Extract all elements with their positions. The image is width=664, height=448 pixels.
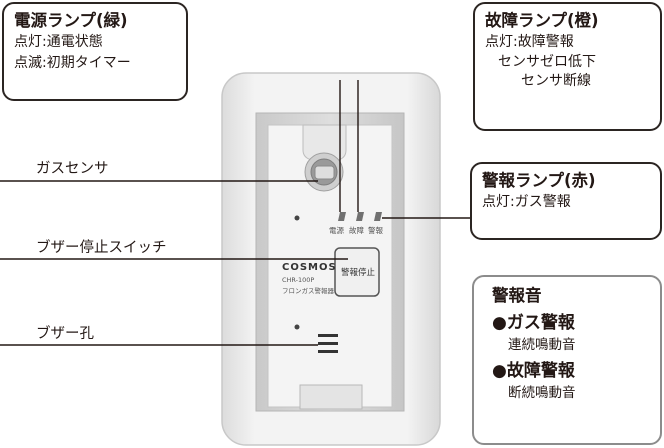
alarm-lamp-title: 警報ランプ(赤) [482, 171, 596, 190]
gas-alarm-desc: 連続鳴動音 [508, 337, 576, 353]
fault-lamp [356, 212, 364, 221]
alarm-sound-box: 警報音 ●ガス警報 連続鳴動音 ●故障警報 断続鳴動音 [472, 275, 662, 445]
power-lamp-callout: 電源ランプ(緑) 点灯:通電状態 点滅:初期タイマー [2, 2, 188, 101]
power-lamp [338, 212, 346, 221]
brand-logo: COSMOS [282, 262, 337, 273]
alarm-lamp-line1: 点灯:ガス警報 [482, 194, 571, 210]
product-name: フロンガス警報器 [282, 287, 334, 295]
gas-alarm-heading: ●ガス警報 [492, 313, 575, 333]
fault-lamp-paren-line2: センサ断線 [521, 73, 591, 89]
fault-lamp-paren-line1: センサゼロ低下 [498, 54, 596, 70]
alarm-lamp [374, 212, 382, 221]
buzzer-hole-label: ブザー孔 [36, 326, 94, 342]
fault-lamp-line1: 点灯:故障警報 [485, 34, 574, 50]
lamp-label-fault: 故障 [349, 226, 364, 235]
lamp-label-power: 電源 [329, 226, 344, 235]
model-number: CHR-100P [282, 276, 315, 284]
fault-lamp-title: 故障ランプ(橙) [485, 11, 599, 30]
stop-button-label: 警報停止 [341, 268, 376, 278]
buzzer-stop-label: ブザー停止スイッチ [36, 240, 167, 256]
alarm-sound-title: 警報音 [492, 286, 542, 305]
bottom-window [299, 384, 363, 410]
power-lamp-title: 電源ランプ(緑) [14, 11, 128, 30]
alarm-stop-button [334, 247, 380, 297]
alarm-lamp-callout: 警報ランプ(赤) 点灯:ガス警報 [470, 162, 662, 240]
fault-alarm-heading: ●故障警報 [492, 361, 575, 381]
power-lamp-line2: 点滅:初期タイマー [14, 55, 131, 71]
fault-alarm-desc: 断続鳴動音 [508, 385, 576, 401]
power-lamp-line1: 点灯:通電状態 [14, 34, 103, 50]
lamp-label-alarm: 警報 [368, 226, 383, 235]
gas-sensor-label: ガスセンサ [36, 161, 109, 177]
fault-lamp-callout: 故障ランプ(橙) 点灯:故障警報 センサゼロ低下 センサ断線 [473, 2, 662, 131]
